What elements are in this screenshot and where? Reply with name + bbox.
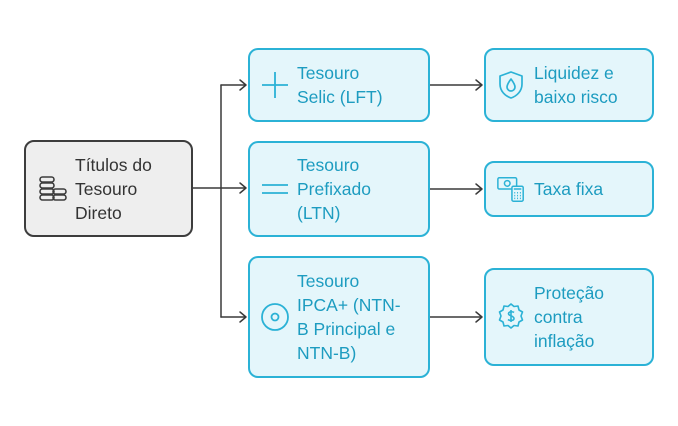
target-circle-icon: [259, 302, 291, 332]
coins-stack-icon: [37, 173, 69, 205]
dollar-badge-icon: [496, 302, 526, 332]
plus-icon: [259, 70, 291, 100]
root-label: Títulos do Tesouro Direto: [75, 154, 152, 223]
node-tesouro-selic-label: Tesouro Selic (LFT): [297, 63, 383, 107]
node-tesouro-prefixado: Tesouro Prefixado (LTN): [248, 141, 430, 237]
connector-prefixado-to-taxa: [429, 183, 483, 195]
connector-root-to-ipca: [220, 311, 247, 323]
node-liquidez-label: Liquidez e baixo risco: [534, 63, 618, 107]
connector-root-to-prefixado: [220, 182, 247, 194]
cash-calculator-icon: [496, 173, 526, 205]
equals-icon: [259, 174, 291, 204]
connector-selic-to-liquidez: [429, 79, 483, 91]
node-tesouro-prefixado-label: Tesouro Prefixado (LTN): [297, 155, 371, 223]
node-liquidez: Liquidez e baixo risco: [484, 48, 654, 122]
node-taxa-fixa-label: Taxa fixa: [534, 179, 604, 199]
node-tesouro-ipca-label: Tesouro IPCA+ (NTN- B Principal e NTN-B): [297, 271, 401, 363]
shield-drop-icon: [496, 70, 526, 100]
root-node-titulos: Títulos do Tesouro Direto: [24, 140, 193, 237]
node-taxa-fixa: Taxa fixa: [484, 161, 654, 217]
connector-root-trunk: [192, 84, 222, 318]
node-protecao-inflacao-label: Proteção contra inflação: [534, 283, 605, 351]
connector-root-to-selic: [220, 79, 247, 91]
node-protecao-inflacao: Proteção contra inflação: [484, 268, 654, 366]
node-tesouro-ipca: Tesouro IPCA+ (NTN- B Principal e NTN-B): [248, 256, 430, 378]
node-tesouro-selic: Tesouro Selic (LFT): [248, 48, 430, 122]
connector-ipca-to-protecao: [429, 311, 483, 323]
